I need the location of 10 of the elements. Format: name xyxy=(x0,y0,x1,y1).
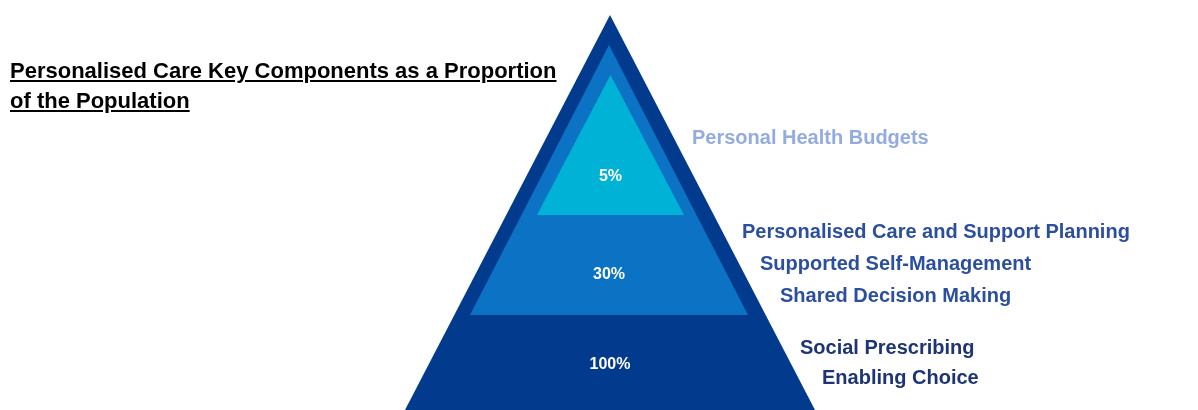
component-label: Personalised Care and Support Planning xyxy=(742,220,1130,243)
component-label: Social Prescribing xyxy=(800,336,975,359)
percentage-label: 100% xyxy=(589,355,631,373)
component-label: Enabling Choice xyxy=(822,366,979,389)
component-label: Shared Decision Making xyxy=(780,284,1012,307)
component-label: Supported Self-Management xyxy=(760,252,1032,275)
component-label: Personal Health Budgets xyxy=(692,126,929,149)
percentage-label: 30% xyxy=(593,265,625,283)
diagram-title: Personalised Care Key Components as a Proportion of the Population xyxy=(10,57,558,115)
percentage-label: 5% xyxy=(598,167,623,185)
